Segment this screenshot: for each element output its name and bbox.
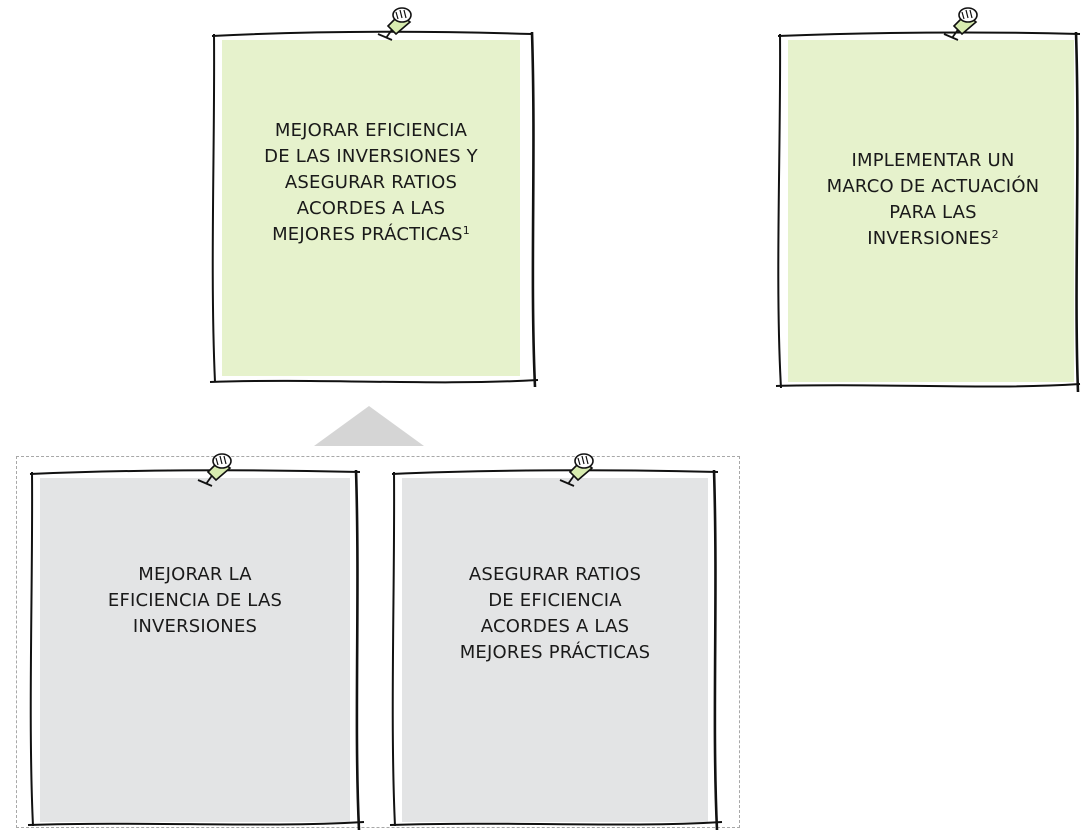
note-goal-efficiency: MEJORAR EFICIENCIA DE LAS INVERSIONES Y … <box>209 30 539 388</box>
push-pin-icon <box>559 453 594 487</box>
note-sketch-border <box>775 31 1081 393</box>
push-pin-icon <box>377 7 412 41</box>
push-pin-icon <box>197 453 232 487</box>
note-paper <box>40 478 350 822</box>
note-text: MEJORAR EFICIENCIA DE LAS INVERSIONES Y … <box>264 120 478 245</box>
footnote-marker: 2 <box>991 228 999 241</box>
note-sketch-border <box>27 469 365 831</box>
sub-goals-group-frame <box>16 456 740 828</box>
note-paper <box>788 40 1074 382</box>
note-text: MEJORAR LA EFICIENCIA DE LAS INVERSIONES <box>107 564 283 637</box>
push-pin-icon <box>943 7 978 41</box>
note-text: IMPLEMENTAR UN MARCO DE ACTUACIÓN PARA L… <box>826 150 1040 249</box>
note-text: ASEGURAR RATIOS DE EFICIENCIA ACORDES A … <box>459 564 651 663</box>
footnote-marker: 1 <box>462 224 470 237</box>
note-sub-ratios: ASEGURAR RATIOS DE EFICIENCIA ACORDES A … <box>389 469 723 831</box>
note-paper <box>402 478 708 822</box>
note-goal-framework: IMPLEMENTAR UN MARCO DE ACTUACIÓN PARA L… <box>775 31 1082 393</box>
note-sub-efficiency: MEJORAR LA EFICIENCIA DE LAS INVERSIONES <box>27 469 365 831</box>
triangle-up-arrow-icon <box>314 406 424 446</box>
note-sketch-border <box>209 30 539 388</box>
note-sketch-border <box>389 469 723 831</box>
note-paper <box>222 40 520 376</box>
